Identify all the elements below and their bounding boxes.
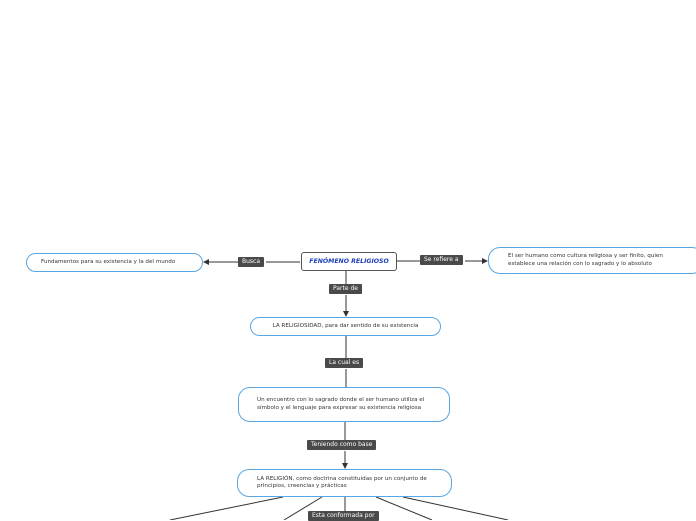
- link-label-busca: Busca: [238, 257, 265, 267]
- connector-fan-1: [169, 496, 284, 520]
- connector-fan-5: [402, 496, 509, 520]
- node-encuentro-text: Un encuentro con lo sagrado donde el ser…: [257, 397, 425, 411]
- node-fundamentos-text: Fundamentos para su existencia y la del …: [41, 258, 176, 265]
- link-label-esta-conformada-por: Esta conformada por: [308, 511, 379, 521]
- node-ser-humano[interactable]: El ser humano como cultura religiosa y s…: [488, 247, 696, 274]
- link-label-parte-de: Parte de: [329, 284, 362, 294]
- connector-fan-2: [283, 496, 323, 520]
- connector-fan-4: [375, 496, 433, 520]
- node-fundamentos[interactable]: Fundamentos para su existencia y la del …: [26, 253, 203, 272]
- link-label-se-refiere-a: Se refiere a: [420, 255, 463, 265]
- root-node[interactable]: FENÓMENO RELIGIOSO: [301, 252, 397, 271]
- node-religion[interactable]: LA RELIGIÓN, como doctrina constituidas …: [237, 469, 452, 497]
- node-religiosidad[interactable]: LA RELIGIOSIDAD, para dar sentido de su …: [250, 317, 441, 336]
- link-label-teniendo-como-base: Teniendo como base: [307, 440, 377, 450]
- node-encuentro[interactable]: Un encuentro con lo sagrado donde el ser…: [238, 387, 450, 422]
- link-label-la-cual-es: La cual es: [325, 358, 364, 368]
- root-node-label: FENÓMENO RELIGIOSO: [309, 257, 389, 265]
- node-ser-humano-text: El ser humano como cultura religiosa y s…: [508, 253, 663, 267]
- node-religion-text: LA RELIGIÓN, como doctrina constituidas …: [257, 475, 427, 489]
- node-religiosidad-text: LA RELIGIOSIDAD, para dar sentido de su …: [272, 322, 419, 329]
